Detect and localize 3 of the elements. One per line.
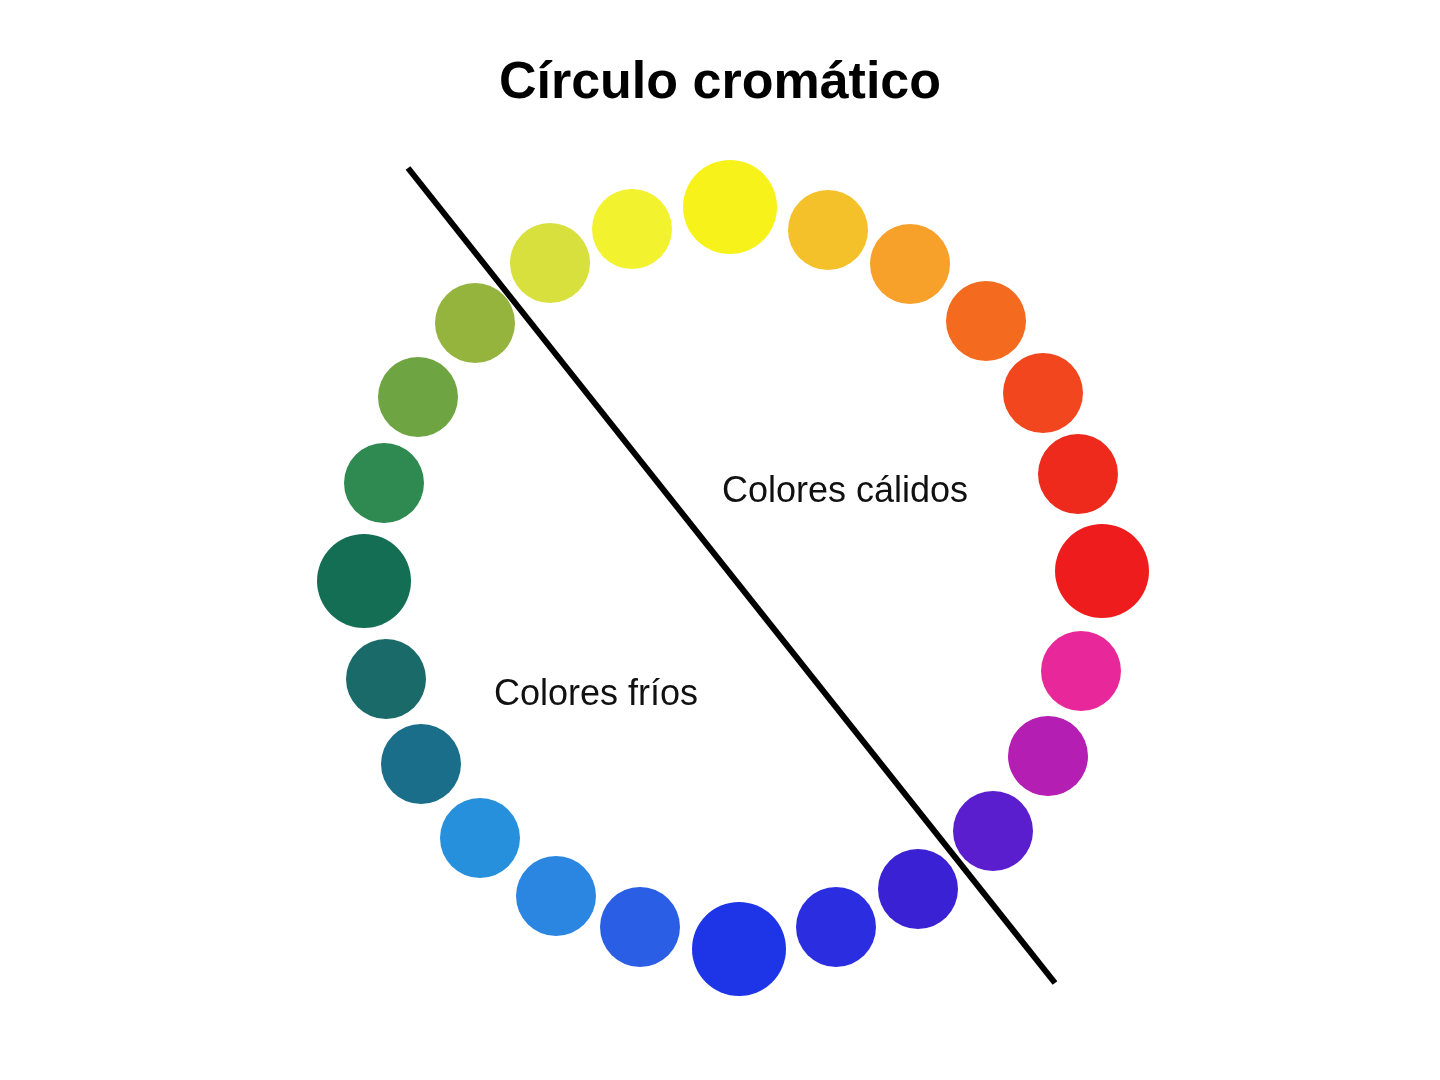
region-label: Colores cálidos	[722, 469, 969, 511]
region-label: Colores fríos	[494, 672, 699, 714]
diagram-title: Círculo cromático	[497, 50, 943, 111]
